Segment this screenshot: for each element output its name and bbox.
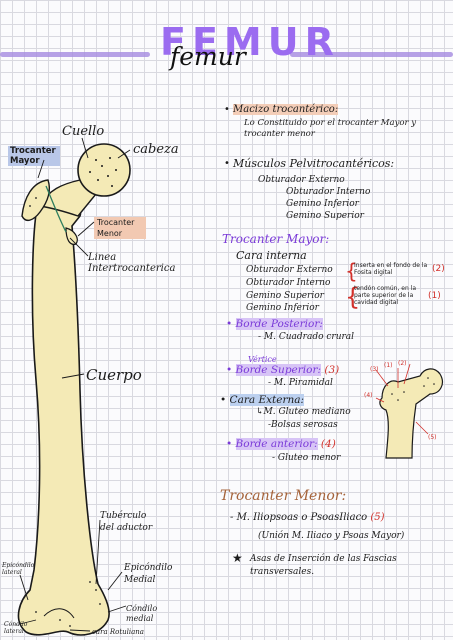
label-cuerpo: Cuerpo	[86, 366, 142, 384]
borde-posterior-label: Borde Posterior:	[235, 318, 323, 330]
label-linea-intertrocanterica: Linea Intertrocanterica	[88, 252, 176, 274]
star-note: Asas de Inserción de las Fascias transve…	[250, 554, 397, 577]
borde-superior-label: Borde Superior:	[235, 364, 322, 376]
brace-2-text: tendón común, en la parte superior de la…	[354, 285, 417, 306]
diagram-num-2: (2)	[398, 360, 407, 367]
brace-2: {	[345, 283, 361, 311]
borde-superior-item: - M. Piramidal	[268, 378, 333, 388]
cara-externa-item-1: ↳M. Gluteo mediano	[256, 407, 351, 417]
tmenor-num: (5)	[370, 512, 385, 523]
label-condilo-lateral: Cóndilo lateral	[4, 621, 28, 635]
vertice-label: Vértice	[248, 355, 277, 364]
borde-superior-heading: • Borde Superior: (3)	[226, 364, 340, 376]
macizo-text: Lo Constituido por el trocanter Mayor y …	[244, 118, 417, 139]
label-cabeza: cabeza	[133, 142, 179, 157]
musculos-item-1: Obturador Externo	[258, 175, 345, 185]
brace-1: {	[345, 259, 358, 283]
brace-1-text: Inserta en el fondo de la Fosita digital	[354, 262, 428, 276]
cara-interna-item-3: Gemino Superior	[246, 291, 324, 301]
diagram-num-1: (1)	[384, 362, 393, 369]
page-title: FEMUR	[160, 20, 340, 64]
cara-externa-item-1-text: M. Gluteo mediano	[263, 407, 351, 417]
borde-anterior-item: - Gluteo menor	[272, 453, 341, 463]
label-trocanter-mayor: Trocanter Mayor	[8, 146, 60, 166]
diagram-num-3: (3)	[370, 366, 379, 373]
label-tuberculo-aductor: Tubérculo del aductor	[100, 511, 153, 533]
cara-interna-item-4: Gemino Inferior	[246, 303, 319, 313]
cara-interna: Cara interna	[236, 249, 307, 262]
tmenor-item: - M. Iliopsoas o PsoasIliaco (5)	[230, 512, 385, 523]
cara-externa-item-2-text: Bolsas serosas	[271, 420, 338, 430]
borde-posterior-item-text: M. Cuadrado crural	[263, 332, 355, 342]
borde-anterior-item-text: Gluteo menor	[277, 453, 341, 463]
page-title-script: femur	[170, 42, 246, 71]
label-epicondilo-medial: Epicóndilo Medial	[124, 563, 173, 585]
musculos-item-4: Gemino Superior	[286, 211, 364, 221]
borde-superior-item-text: M. Piramidal	[273, 378, 333, 388]
cara-externa-label: Cara Externa:	[229, 394, 305, 406]
cara-externa-heading: • Cara Externa:	[220, 394, 305, 406]
bullet-macizo: •	[224, 104, 230, 115]
bullet-musculos: •	[224, 158, 230, 169]
borde-posterior-heading: • Borde Posterior:	[226, 318, 323, 330]
brace-1-num: (2)	[432, 264, 445, 274]
star-icon: ★	[232, 551, 243, 565]
label-trocanter-menor: Trocanter Menor	[94, 217, 146, 239]
diagram-num-5: (5)	[428, 434, 437, 441]
label-condilo-medial: Cóndilo medial	[126, 604, 158, 623]
tmenor-item-text: M. Iliopsoas o PsoasIliaco	[236, 512, 368, 523]
tmayor-heading: Trocanter Mayor:	[222, 232, 330, 246]
cara-interna-item-1: Obturador Externo	[246, 265, 333, 275]
borde-anterior-num: (4)	[320, 438, 336, 450]
borde-posterior-item: - M. Cuadrado crural	[258, 332, 355, 342]
title-stripe-right	[290, 52, 453, 57]
macizo-heading: Macizo trocantérico:	[233, 104, 339, 115]
tmenor-heading: Trocanter Menor:	[220, 488, 347, 504]
trochanter-diagram	[375, 363, 443, 459]
label-epicondilo-lateral: Epicóndilo lateral	[2, 562, 35, 576]
femur-illustration	[17, 143, 131, 636]
borde-anterior-label: Borde anterior:	[235, 438, 318, 450]
label-cuello: Cuello	[62, 124, 105, 139]
borde-superior-num: (3)	[324, 364, 340, 376]
title-stripe-left	[0, 52, 150, 57]
diagram-num-4: (4)	[364, 392, 373, 399]
label-cara-rotuliana: cara Rotuliana	[92, 628, 144, 636]
musculos-heading: Músculos Pelvitrocantéricos:	[233, 157, 395, 170]
borde-anterior-heading: • Borde anterior: (4)	[226, 438, 336, 450]
brace-2-num: (1)	[428, 291, 441, 301]
musculos-item-3: Gemino Inferior	[286, 199, 359, 209]
tmenor-sub: (Unión M. Iliaco y Psoas Mayor)	[258, 531, 405, 541]
musculos-item-2: Obturador Interno	[286, 187, 371, 197]
cara-interna-item-2: Obturador Interno	[246, 278, 331, 288]
cara-externa-item-2: -Bolsas serosas	[268, 420, 338, 430]
